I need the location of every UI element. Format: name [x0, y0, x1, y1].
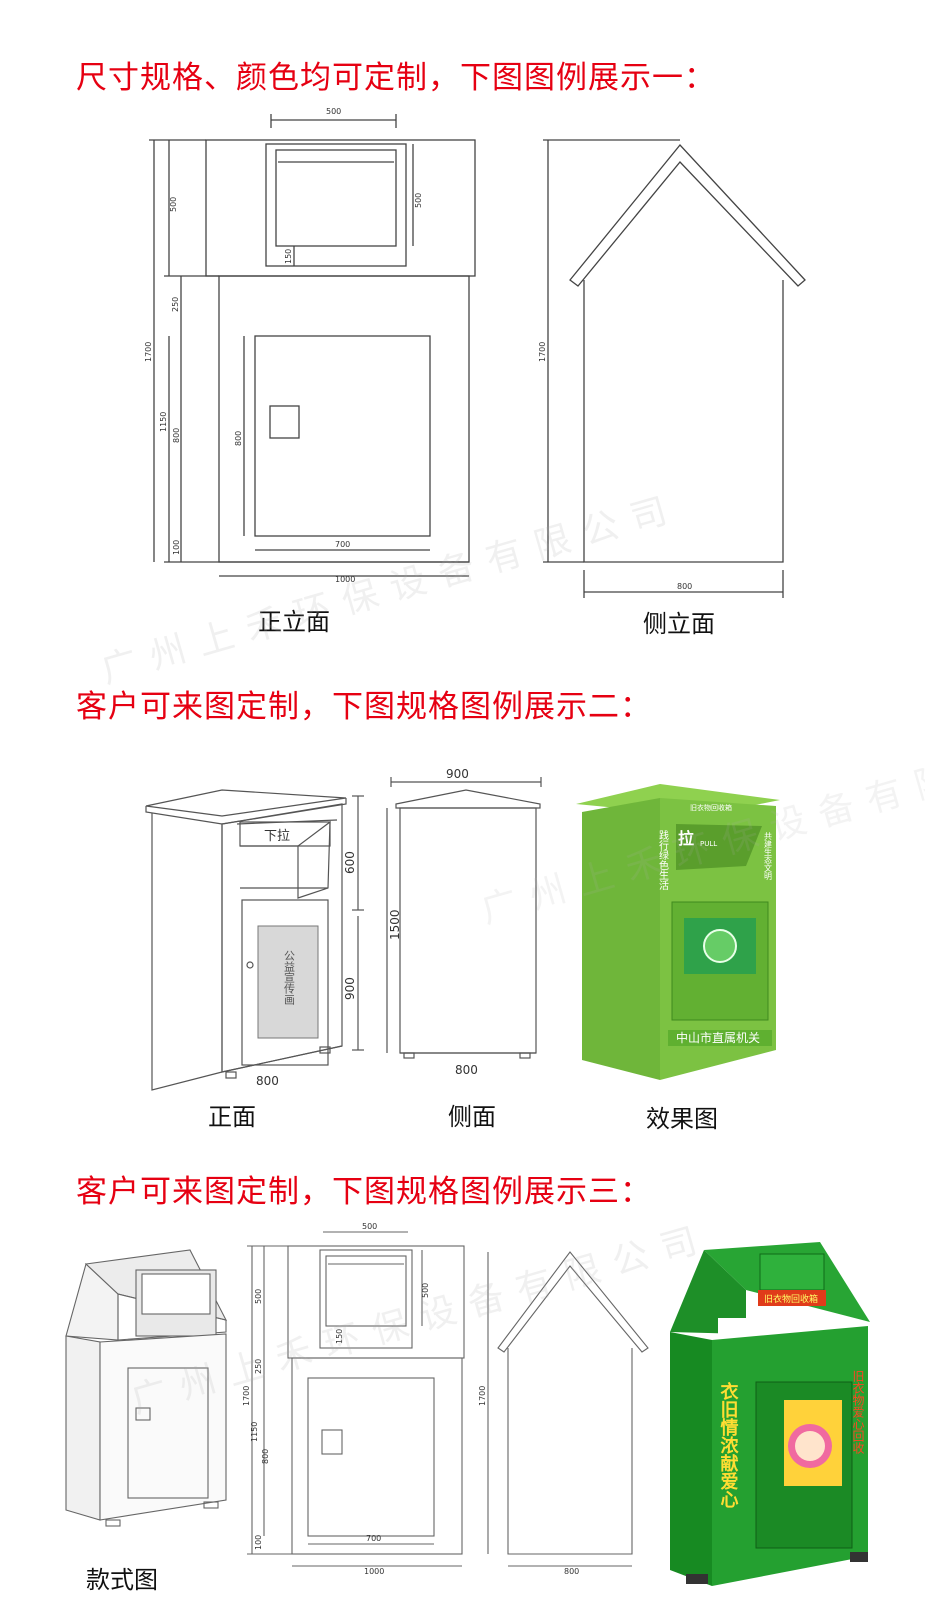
photo2-slogan-left: 践行绿色生活: [657, 829, 669, 891]
front2-caption: 正面: [208, 1103, 256, 1131]
front2-roof: [145, 789, 347, 817]
dim3-door-height: 800: [261, 1449, 270, 1464]
front2-panel: [257, 925, 319, 1039]
dim2-front-width: 800: [256, 1074, 279, 1088]
side2-caption: 侧面: [448, 1103, 496, 1131]
dim-slot-offset: 150: [284, 249, 293, 264]
dim3-side-width: 800: [564, 1567, 579, 1576]
dim3-door-width: 700: [366, 1534, 381, 1543]
section3-drawing: 500 500 500 150 250 1700 1150 800 100 70…: [65, 1222, 870, 1586]
green-bin-photo: [576, 784, 780, 1080]
dim-body-height: 1150: [159, 412, 168, 432]
photo2-pull-en: PULL: [700, 840, 717, 848]
side-body: [583, 280, 784, 563]
dim3-body-width: 1000: [364, 1567, 384, 1576]
dim-hood-left: 500: [169, 197, 178, 212]
dim-base: 100: [172, 540, 181, 555]
photo3-right-column: 旧衣物爱心回收: [851, 1370, 865, 1455]
side-elevation-caption: 侧立面: [643, 610, 715, 638]
dim2-total-height: 1500: [388, 909, 402, 940]
dim3-hood-side: 500: [254, 1289, 263, 1304]
section3-heading: 客户可来图定制，下图规格图例展示三：: [76, 1174, 652, 1210]
front2-door: [241, 899, 329, 1066]
dim3-total-height: 1700: [242, 1386, 251, 1406]
green-house-bin-photo: [670, 1242, 870, 1586]
dim2-lower-height: 900: [343, 977, 357, 1000]
photo3-banner: 旧衣物回收箱: [764, 1293, 818, 1305]
dim-door-height-inner: 800: [234, 431, 243, 446]
dim3-top-width: 500: [362, 1222, 377, 1231]
dim-body-width: 1000: [335, 575, 355, 584]
front2-panel-label: 公益宣传画: [283, 950, 296, 1005]
section1-heading: 尺寸规格、颜色均可定制，下图图例展示一：: [76, 60, 716, 96]
dim-hood-height: 500: [414, 193, 423, 208]
dim-door-width: 700: [335, 540, 350, 549]
dim3-base: 100: [254, 1535, 263, 1550]
side2-body: [399, 807, 537, 1054]
photo2-pull: 拉: [678, 829, 694, 848]
photo2-caption: 效果图: [646, 1105, 718, 1133]
front-window: [269, 405, 300, 439]
photo3-left-column: 衣旧情浓献爱心: [718, 1381, 739, 1508]
dim3-side-height: 1700: [478, 1386, 487, 1406]
dim-side-width: 800: [677, 582, 692, 591]
front2-pull-label: 下拉: [264, 829, 290, 844]
dim-upper: 250: [171, 297, 180, 312]
photo2-slogan-right: 共建生态文明: [764, 832, 773, 881]
dim3-slot-offset: 150: [335, 1329, 344, 1344]
side2-roof: [395, 789, 541, 809]
side-roof: [569, 144, 806, 287]
dim2-top-width: 900: [446, 767, 469, 781]
dim-top-width: 500: [326, 107, 341, 116]
section1-drawing: 500 500 500 150 250 1700 1150 800 800 10…: [144, 107, 806, 598]
front-elevation-caption: 正立面: [258, 608, 330, 636]
dim3-body-height: 1150: [250, 1422, 259, 1442]
photo2-title: 旧衣物回收箱: [690, 803, 732, 812]
dim-door-height: 800: [172, 428, 181, 443]
dim2-upper-height: 600: [343, 851, 357, 874]
front-chute: [265, 143, 407, 267]
front-body: [218, 275, 470, 563]
front-chute-inner: [275, 149, 397, 247]
style-caption: 款式图: [86, 1566, 158, 1594]
dim3-hood-height: 500: [421, 1283, 430, 1298]
dim-total-height: 1700: [144, 342, 153, 362]
dim2-side-width: 800: [455, 1063, 478, 1077]
section2-heading: 客户可来图定制，下图规格图例展示二：: [76, 689, 652, 725]
front-door: [254, 335, 431, 537]
dim-side-height: 1700: [538, 342, 547, 362]
front-hood: [205, 139, 476, 277]
dim3-upper: 250: [254, 1359, 263, 1374]
photo2-bottom: 中山市直属机关: [676, 1030, 760, 1045]
section2-drawing: 下拉 公益宣传画 600 900 1500 900 800 800 拉 PULL…: [145, 767, 780, 1091]
